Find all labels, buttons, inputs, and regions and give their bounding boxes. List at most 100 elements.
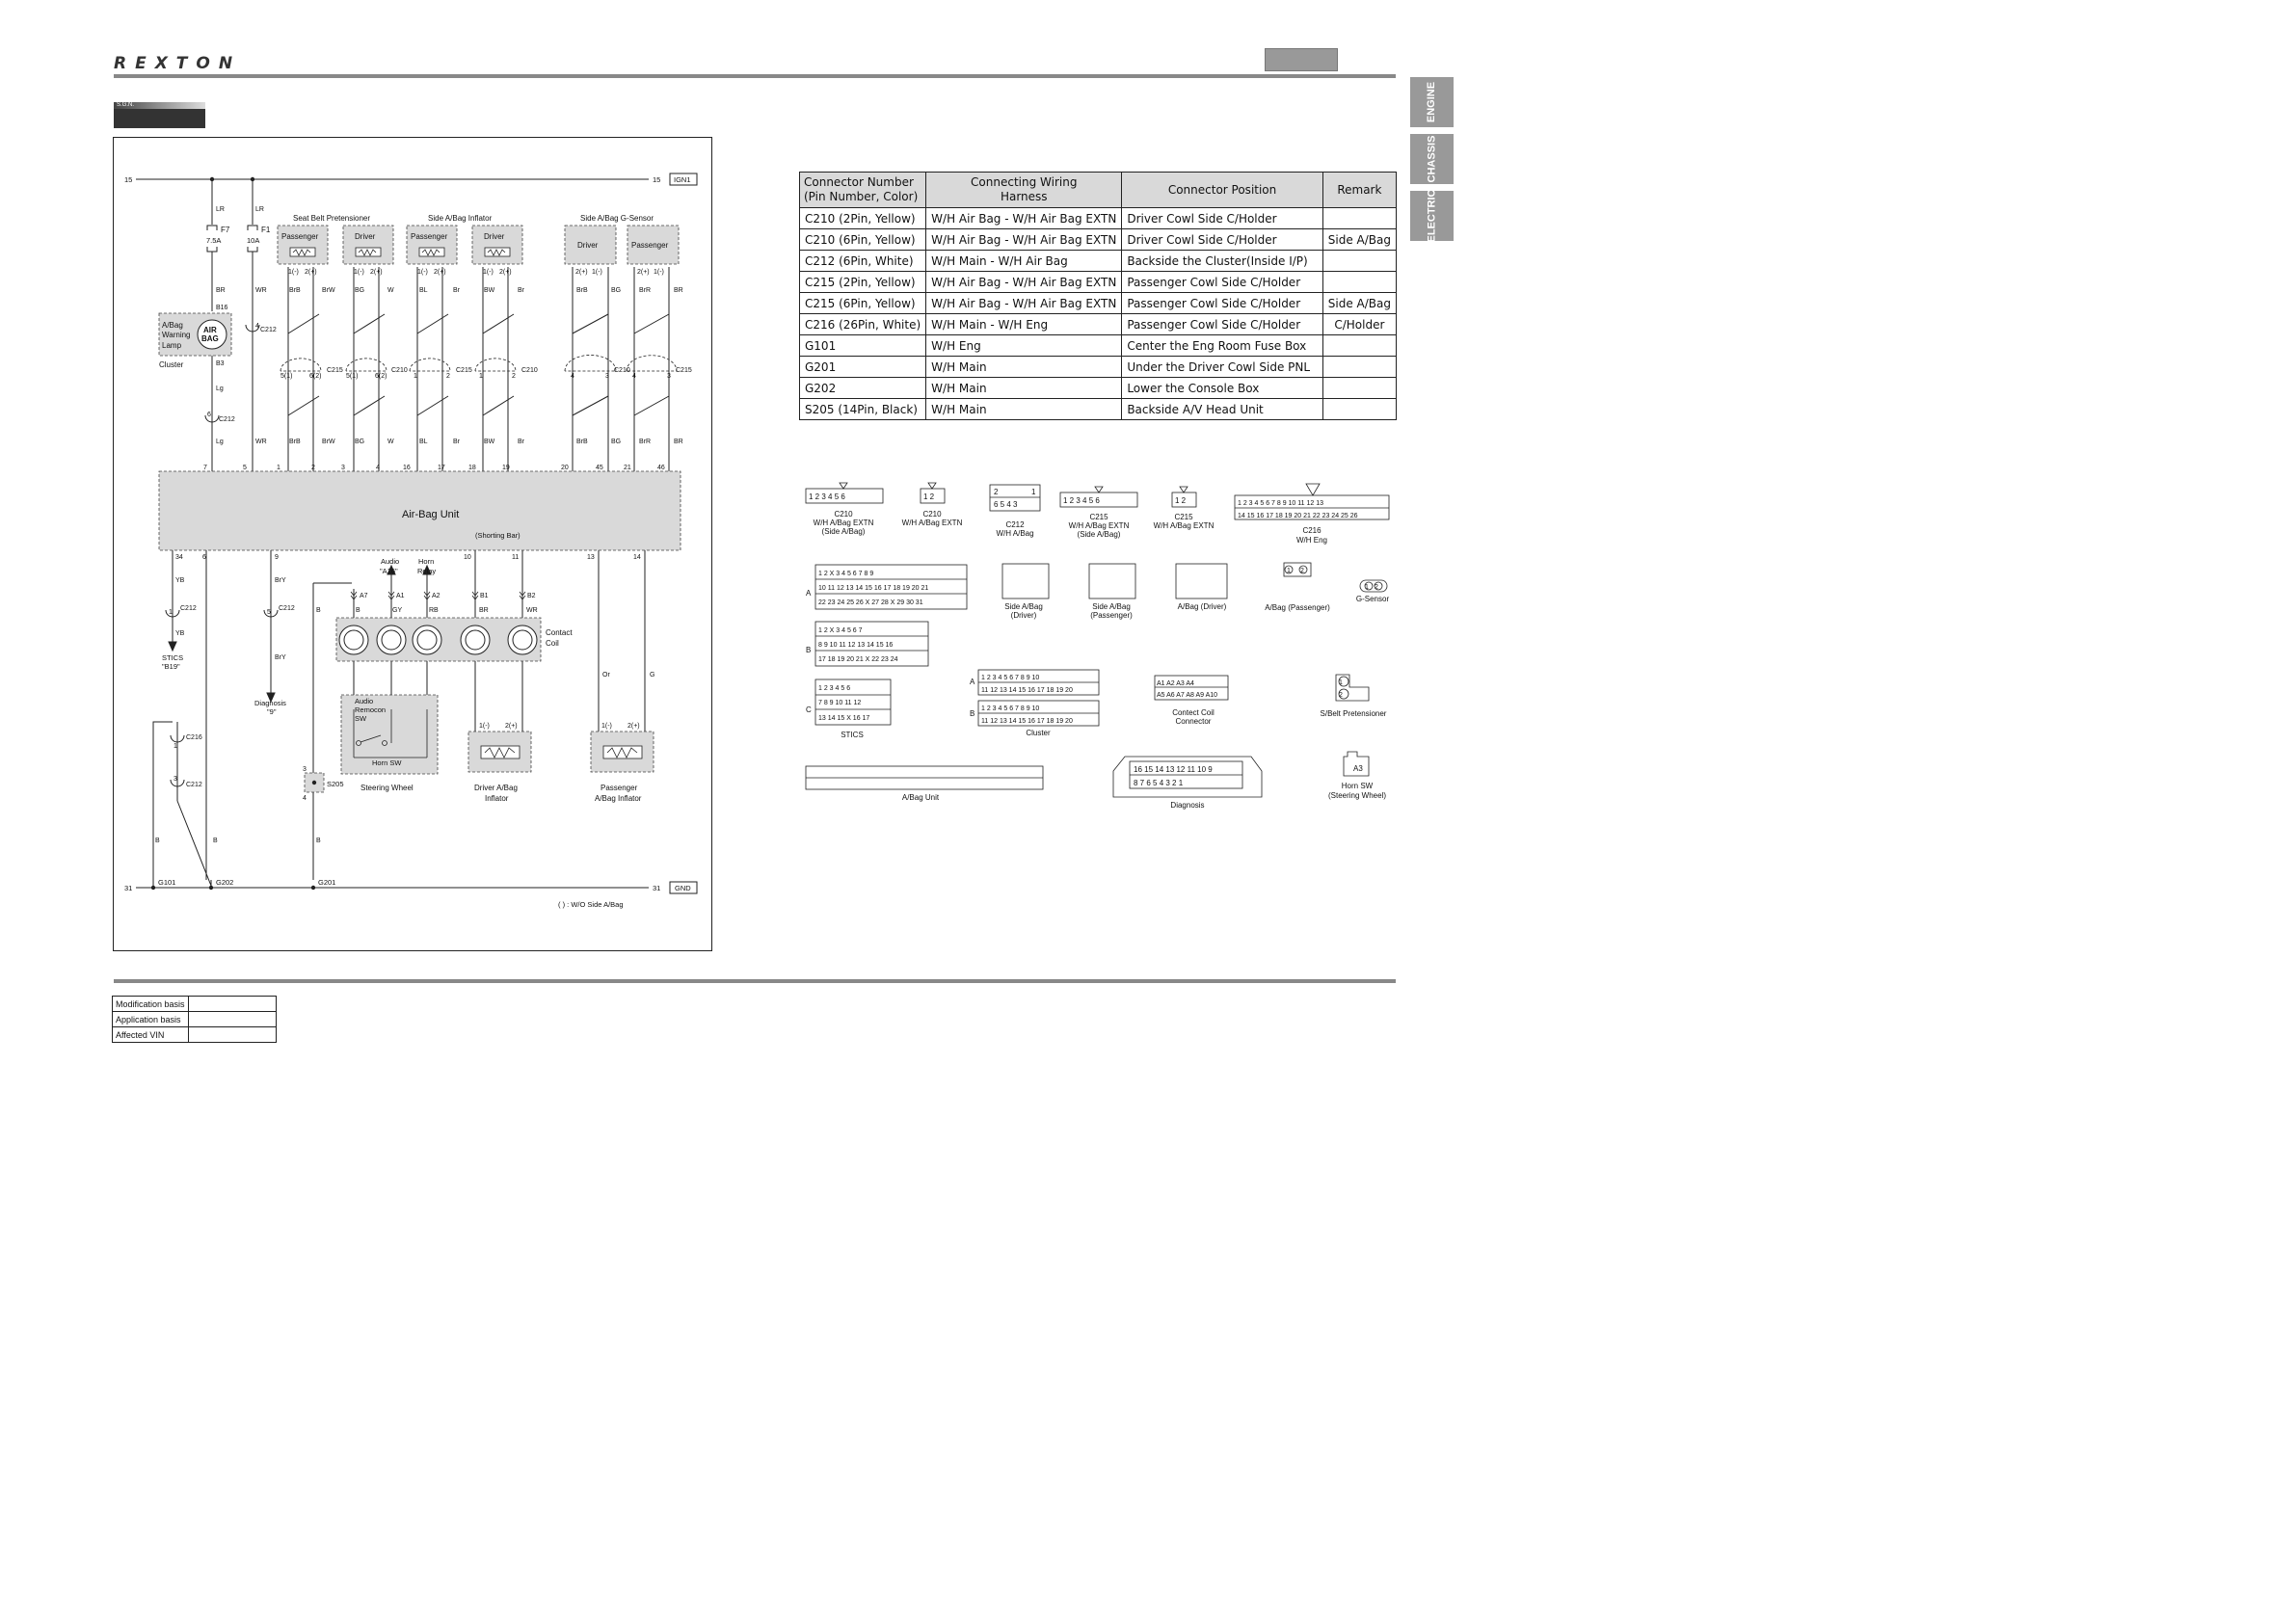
brand-logo: REXTON <box>114 54 242 73</box>
svg-text:1 2 3 4 5 6: 1 2 3 4 5 6 <box>809 492 845 501</box>
svg-text:WR: WR <box>255 439 267 445</box>
svg-text:1(-): 1(-) <box>654 269 664 276</box>
svg-text:BW: BW <box>484 287 495 294</box>
svg-text:1(-): 1(-) <box>592 269 602 276</box>
svg-text:3: 3 <box>667 373 671 380</box>
svg-text:11 12 13 14 15 16 17 18 19 20: 11 12 13 14 15 16 17 18 19 20 <box>981 687 1073 694</box>
pret-passenger: Passenger <box>281 232 319 241</box>
svg-text:1 2: 1 2 <box>1175 496 1187 505</box>
svg-text:6: 6 <box>207 412 211 418</box>
terminal-15-right: 15 <box>653 175 660 184</box>
infl-passenger: Passenger <box>411 232 448 241</box>
lamp-cluster: Cluster <box>159 360 184 369</box>
svg-text:2(+): 2(+) <box>627 723 640 730</box>
svg-text:5: 5 <box>267 609 271 616</box>
svg-text:4: 4 <box>571 373 574 380</box>
svg-text:1: 1 <box>1031 488 1036 496</box>
svg-text:1: 1 <box>1365 584 1369 591</box>
svg-text:C216: C216 <box>186 734 202 741</box>
svg-text:1 2 3 4 5 6: 1 2 3 4 5 6 <box>818 685 850 692</box>
tab-engine[interactable]: ENGINE <box>1410 77 1454 127</box>
lamp-line3: Lamp <box>162 341 182 350</box>
contact-coil-conn-line2: Connector <box>1176 717 1212 726</box>
svg-text:4: 4 <box>376 465 380 471</box>
svg-text:A: A <box>806 589 812 598</box>
svg-text:19: 19 <box>502 465 510 471</box>
svg-text:B: B <box>970 709 974 718</box>
svg-text:1(-): 1(-) <box>354 269 364 276</box>
tab-electric[interactable]: ELECTRIC <box>1410 190 1454 243</box>
connector-table: Connector Number (Pin Number, Color) Con… <box>798 172 1398 420</box>
svg-text:B: B <box>155 838 160 844</box>
svg-text:1: 1 <box>277 465 280 471</box>
svg-text:1 2 X 3 4 5 6 7 8 9: 1 2 X 3 4 5 6 7 8 9 <box>818 571 873 577</box>
abag-driver-label: A/Bag (Driver) <box>1178 602 1227 611</box>
gs-passenger: Passenger <box>631 241 669 250</box>
svg-text:LR: LR <box>255 206 264 213</box>
diagnosis-line1: Diagnosis <box>254 699 286 707</box>
svg-text:B3: B3 <box>216 360 225 367</box>
table-row: C212 (6Pin, White)W/H Main - W/H Air Bag… <box>798 250 1398 272</box>
svg-text:2: 2 <box>1375 584 1378 591</box>
svg-text:20: 20 <box>561 465 569 471</box>
horn-sw-label: Horn SW <box>372 758 402 767</box>
svg-text:2: 2 <box>1339 692 1343 699</box>
svg-text:B1: B1 <box>480 593 489 599</box>
pretensioner-conn-label: S/Belt Pretensioner <box>1321 709 1387 718</box>
svg-text:Br: Br <box>453 439 461 445</box>
svg-text:C210: C210 <box>614 367 630 374</box>
svg-text:1: 1 <box>479 373 483 380</box>
airbag-badge-1: AIR <box>203 326 217 334</box>
table-row: C210 (2Pin, Yellow)W/H Air Bag - W/H Air… <box>798 207 1398 229</box>
svg-text:WR: WR <box>255 287 267 294</box>
wiring-diagram: 15 15 IGN1 31 31 GND F7 7.5A F1 10A Seat… <box>113 137 712 951</box>
horn-relay-line2: Relay <box>417 567 436 575</box>
fuse-f7-rating: 7.5A <box>206 236 221 245</box>
svg-text:2: 2 <box>512 373 516 380</box>
svg-text:WR: WR <box>526 607 538 614</box>
tab-chassis[interactable]: CHASSIS <box>1410 134 1454 184</box>
svg-text:34: 34 <box>175 554 183 561</box>
svg-text:3: 3 <box>605 373 609 380</box>
section-marker-label: S.G.N. <box>114 102 205 109</box>
driver-inflator-line1: Driver A/Bag <box>474 784 518 792</box>
svg-text:Or: Or <box>602 672 610 678</box>
svg-text:1 2 3 4 5 6 7 8 9 10: 1 2 3 4 5 6 7 8 9 10 <box>981 675 1039 681</box>
c216-line2: W/H Eng <box>1296 536 1327 545</box>
svg-text:B: B <box>356 607 360 614</box>
svg-text:1(-): 1(-) <box>288 269 299 276</box>
ground-g202: G202 <box>216 878 233 887</box>
c215-6-line1: C215 <box>1089 513 1108 521</box>
c212-line1: C212 <box>1005 520 1025 529</box>
page-number-box <box>1265 48 1338 71</box>
svg-text:BrY: BrY <box>275 654 286 661</box>
shorting-bar-label: (Shorting Bar) <box>475 531 521 540</box>
audio-sw-line2: Remocon <box>355 705 386 714</box>
svg-text:18: 18 <box>468 465 476 471</box>
svg-text:1(-): 1(-) <box>479 723 490 730</box>
horn-sw-conn-line1: Horn SW <box>1342 782 1374 790</box>
footer-rule <box>114 979 1396 983</box>
svg-text:BrY: BrY <box>275 577 286 584</box>
svg-text:BW: BW <box>484 439 495 445</box>
svg-text:46: 46 <box>657 465 665 471</box>
airbag-unit-box <box>158 470 681 551</box>
airbag-unit-label: Air-Bag Unit <box>402 509 459 520</box>
pret-driver: Driver <box>355 232 376 241</box>
svg-text:1: 1 <box>1339 679 1343 686</box>
svg-text:9: 9 <box>275 554 279 561</box>
steering-wheel-label: Steering Wheel <box>360 784 414 792</box>
group-inflator: Side A/Bag Inflator <box>428 214 493 223</box>
svg-text:7 8 9 10 11 12: 7 8 9 10 11 12 <box>818 700 861 706</box>
svg-text:4: 4 <box>632 373 636 380</box>
svg-text:Br: Br <box>518 287 525 294</box>
col-connector-number: Connector Number (Pin Number, Color) <box>798 172 927 208</box>
svg-text:C210: C210 <box>521 367 538 374</box>
svg-text:8 9 10 11 12 13 14 15 16: 8 9 10 11 12 13 14 15 16 <box>818 642 893 649</box>
svg-text:BL: BL <box>419 287 428 294</box>
ground-g201: G201 <box>318 878 335 887</box>
svg-text:1: 1 <box>414 373 417 380</box>
svg-text:B: B <box>806 646 811 654</box>
